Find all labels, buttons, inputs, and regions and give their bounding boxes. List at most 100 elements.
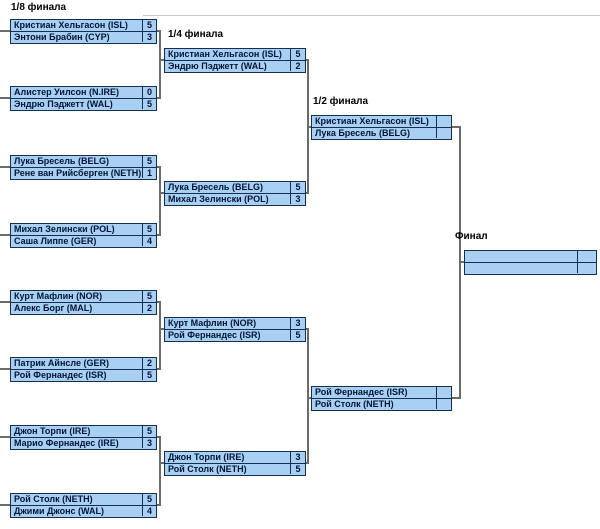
bracket-connector: [306, 59, 309, 194]
player-row: Саша Липпе (GER) 4: [11, 235, 156, 246]
player-row: Кристиан Хельгасон (ISL) 5: [165, 49, 305, 60]
player-row: Рой Столк (NETH) 5: [165, 463, 305, 474]
player-row: Курт Мафлин (NOR) 5: [11, 291, 156, 302]
player-row: Лука Бресель (BELG): [312, 127, 451, 138]
player-name: Энтони Брабин (CYP): [14, 32, 110, 42]
player-score: 2: [290, 61, 305, 71]
player-score: 4: [142, 506, 156, 516]
player-name: Лука Бресель (BELG): [14, 156, 109, 166]
player-name: Джон Торпи (IRE): [14, 426, 91, 436]
player-row: Кристиан Хельгасон (ISL) 5: [11, 20, 156, 31]
player-name: Патрик Айнсле (GER): [14, 358, 109, 368]
player-score: 5: [142, 156, 156, 167]
player-score: 3: [290, 318, 305, 329]
player-row: Эндрю Пэджетт (WAL) 2: [165, 60, 305, 71]
player-name: Курт Мафлин (NOR): [168, 318, 257, 328]
player-name: Саша Липпе (GER): [14, 236, 97, 246]
player-name: Джон Торпи (IRE): [168, 452, 245, 462]
match-qf-1: Кристиан Хельгасон (ISL) 5 Эндрю Пэджетт…: [164, 48, 306, 73]
bracket-connector: [306, 328, 309, 464]
player-row: Рой Столк (NETH): [312, 398, 451, 409]
player-score: 5: [290, 182, 305, 193]
player-row: Рой Фернандес (ISR) 5: [11, 369, 156, 380]
player-score: 5: [142, 224, 156, 235]
player-row: [465, 262, 596, 273]
player-row: Рене ван Рийсберген (NETH) 1: [11, 167, 156, 178]
player-score: 5: [142, 426, 156, 437]
match-r16-1: Кристиан Хельгасон (ISL) 5 Энтони Брабин…: [10, 19, 157, 44]
player-score: [577, 251, 596, 262]
player-row: Эндрю Пэджетт (WAL) 5: [11, 98, 156, 109]
match-r16-2: Алистер Уилсон (N.IRE) 0 Эндрю Пэджетт (…: [10, 86, 157, 111]
match-qf-4: Джон Торпи (IRE) 3 Рой Столк (NETH) 5: [164, 451, 306, 476]
match-final: [464, 250, 597, 275]
player-name: Кристиан Хельгасон (ISL): [14, 20, 128, 30]
player-score: 3: [290, 194, 305, 204]
player-name: Кристиан Хельгасон (ISL): [315, 116, 429, 126]
player-name: Эндрю Пэджетт (WAL): [168, 61, 267, 71]
player-name: Михал Зелински (POL): [168, 194, 269, 204]
round-label-sf: 1/2 финала: [313, 96, 369, 107]
player-row: Джими Джонс (WAL) 4: [11, 505, 156, 516]
player-row: Рой Фернандес (ISR): [312, 387, 451, 398]
match-r16-6: Патрик Айнсле (GER) 2 Рой Фернандес (ISR…: [10, 357, 157, 382]
connector-group: [0, 30, 464, 506]
player-score: 5: [290, 49, 305, 60]
player-name: Джими Джонс (WAL): [14, 506, 105, 516]
player-row: Энтони Брабин (CYP) 3: [11, 31, 156, 42]
player-score: [436, 116, 451, 127]
player-row: Алистер Уилсон (N.IRE) 0: [11, 87, 156, 98]
bracket-connector: [452, 126, 461, 399]
player-score: 3: [142, 32, 156, 42]
player-name: Рене ван Рийсберген (NETH): [14, 168, 142, 178]
player-score: 3: [142, 438, 156, 448]
player-score: [436, 399, 451, 409]
player-score: 5: [290, 464, 305, 474]
match-qf-2: Лука Бресель (BELG) 5 Михал Зелински (PO…: [164, 181, 306, 206]
player-row: Кристиан Хельгасон (ISL): [312, 116, 451, 127]
player-name: Эндрю Пэджетт (WAL): [14, 99, 113, 109]
player-row: Джон Торпи (IRE) 3: [165, 452, 305, 463]
player-name: Рой Столк (NETH): [315, 399, 394, 409]
match-r16-8: Рой Столк (NETH) 5 Джими Джонс (WAL) 4: [10, 493, 157, 518]
player-row: Рой Фернандес (ISR) 5: [165, 329, 305, 340]
bracket-connector: [157, 166, 161, 236]
player-score: 2: [142, 303, 156, 313]
player-row: Алекс Борг (MAL) 2: [11, 302, 156, 313]
player-name: Алистер Уилсон (N.IRE): [14, 87, 119, 97]
player-score: 4: [142, 236, 156, 246]
match-sf-2: Рой Фернандес (ISR) Рой Столк (NETH): [311, 386, 452, 411]
match-r16-4: Михал Зелински (POL) 5 Саша Липпе (GER) …: [10, 223, 157, 248]
player-name: Рой Столк (NETH): [168, 464, 247, 474]
player-name: Курт Мафлин (NOR): [14, 291, 103, 301]
player-row: Марио Фернандес (IRE) 3: [11, 437, 156, 448]
player-name: Лука Бресель (BELG): [315, 128, 410, 138]
player-name: Марио Фернандес (IRE): [14, 438, 119, 448]
player-name: Михал Зелински (POL): [14, 224, 115, 234]
player-score: 1: [142, 168, 156, 178]
player-row: [465, 251, 596, 262]
round-label-r16: 1/8 финала: [11, 2, 67, 13]
player-score: [436, 128, 451, 138]
player-score: [436, 387, 451, 398]
player-name: [465, 263, 577, 273]
player-name: Лука Бресель (BELG): [168, 182, 263, 192]
player-name: Рой Столк (NETH): [14, 494, 93, 504]
player-score: [577, 263, 596, 273]
match-r16-5: Курт Мафлин (NOR) 5 Алекс Борг (MAL) 2: [10, 290, 157, 315]
player-name: Рой Фернандес (ISR): [168, 330, 261, 340]
player-row: Курт Мафлин (NOR) 3: [165, 318, 305, 329]
match-r16-7: Джон Торпи (IRE) 5 Марио Фернандес (IRE)…: [10, 425, 157, 450]
round-label-qf: 1/4 финала: [168, 29, 224, 40]
bracket-connector: [157, 436, 161, 506]
player-row: Лука Бресель (BELG) 5: [165, 182, 305, 193]
player-score: 5: [142, 99, 156, 109]
player-score: 2: [142, 358, 156, 369]
bracket-connector: [157, 301, 161, 370]
player-score: 5: [142, 370, 156, 380]
player-row: Джон Торпи (IRE) 5: [11, 426, 156, 437]
player-score: 5: [142, 494, 156, 505]
player-name: Кристиан Хельгасон (ISL): [168, 49, 282, 59]
player-row: Рой Столк (NETH) 5: [11, 494, 156, 505]
